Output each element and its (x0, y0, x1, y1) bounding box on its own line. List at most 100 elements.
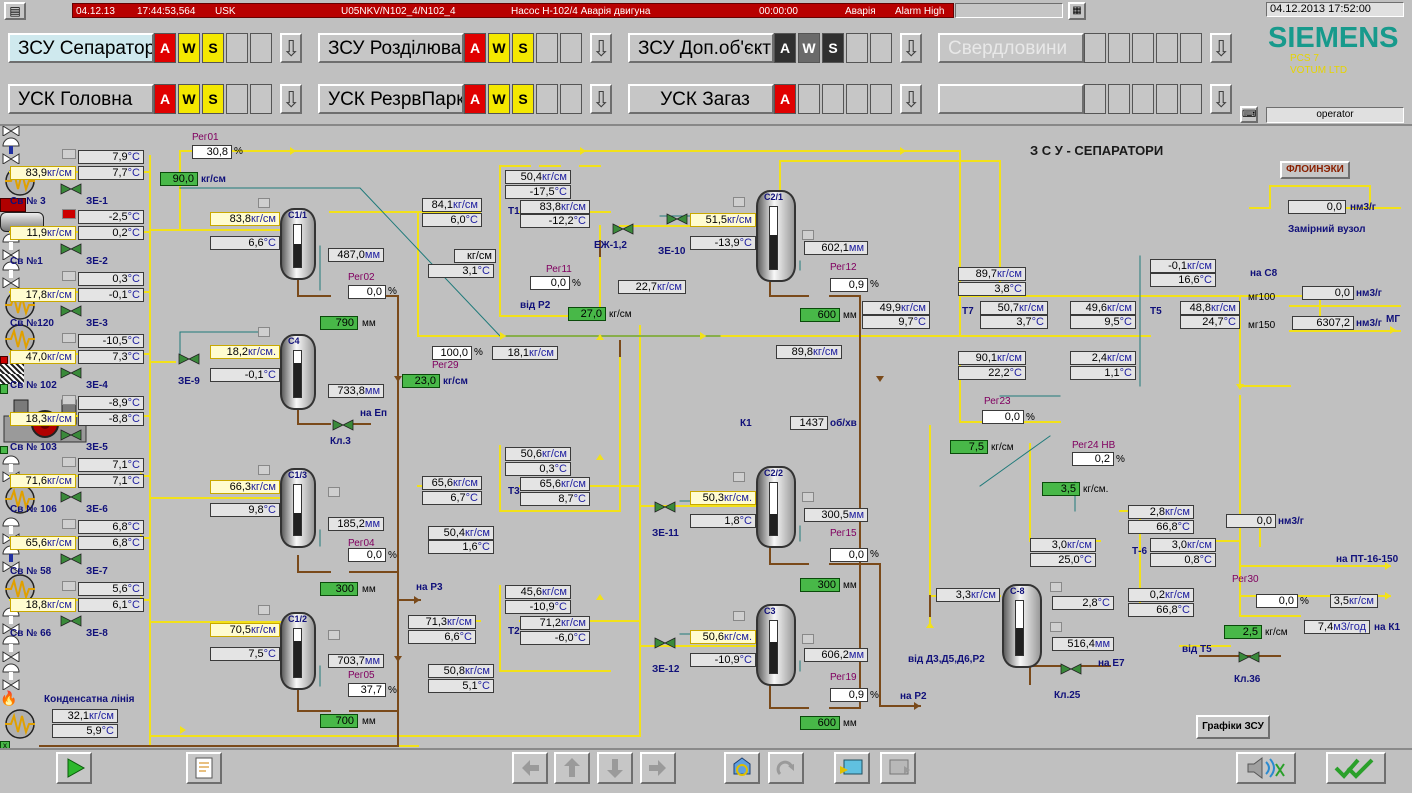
c8-vessel[interactable] (1002, 584, 1042, 668)
t3-top-pressure-unit: кг/см (542, 448, 567, 460)
reg24-name: Рег24 НВ (1072, 440, 1116, 451)
tab-2[interactable]: ЗСУ Розділювач (318, 33, 464, 63)
tab-1-dropdown-icon[interactable]: ⇩ (280, 33, 302, 63)
reg12-output: 0,9 (830, 278, 868, 292)
kl25-valve[interactable] (1060, 662, 1082, 676)
exit-button[interactable] (880, 752, 916, 784)
tab-8-dropdown-icon[interactable]: ⇩ (1210, 84, 1232, 114)
well-7-valve[interactable] (60, 552, 82, 566)
reg29-valve[interactable] (0, 136, 22, 165)
reg12-valve[interactable] (0, 260, 22, 289)
tab-4[interactable]: Свердловини (938, 33, 1084, 63)
ze11-temp: 1,8°C (690, 514, 756, 528)
ack-alarm-icon[interactable]: ▦ (1068, 2, 1086, 20)
reg04-output-value: 0,0 (366, 549, 382, 561)
tab-1-b1-indicator (226, 33, 248, 63)
flare-value-value: 0,0 (1256, 515, 1272, 527)
tab-6[interactable]: УСК РезрвПарк (318, 84, 464, 114)
start-button[interactable] (56, 752, 92, 784)
c11-vessel[interactable] (280, 208, 316, 280)
flonexi-button[interactable]: ФЛОИНЭКИ (1280, 161, 1350, 179)
c3-vessel-label: С3 (764, 606, 776, 616)
tab-7-dropdown-icon[interactable]: ⇩ (900, 84, 922, 114)
reg24-output-value: 0,2 (1094, 453, 1110, 465)
c13-pg (258, 465, 270, 475)
alarm-list-icon[interactable]: ▤ (4, 2, 26, 20)
c21-vessel[interactable] (756, 190, 796, 282)
well-7-pressure-unit: кг/см (47, 537, 72, 549)
ze11-valve[interactable] (654, 500, 676, 514)
t3-low-temp-value: 1,6 (462, 541, 478, 553)
reg30-volume-value: 7,4 (1317, 621, 1334, 633)
well-1-valve[interactable] (60, 182, 82, 196)
t6-t3-value: 0,8 (1184, 554, 1200, 566)
ze10-valve[interactable] (666, 212, 688, 226)
tab-6-dropdown-icon[interactable]: ⇩ (590, 84, 612, 114)
redo-button[interactable] (768, 752, 804, 784)
c22-vessel[interactable] (756, 466, 796, 548)
well-8-valve[interactable] (60, 614, 82, 628)
c22-level-unit: мм (848, 509, 864, 521)
graphs-button[interactable]: Графіки ЗСУ (1196, 715, 1270, 739)
well-5-valve[interactable] (60, 428, 82, 442)
well-5-pressure-unit: кг/см (47, 413, 72, 425)
reg23-name: Рег23 (984, 396, 1011, 407)
t1-alarm-unit-value: кг/см (467, 250, 492, 262)
c13-vessel[interactable] (280, 468, 316, 548)
c4-ze9-valve[interactable] (178, 352, 200, 366)
tab-5-dropdown-icon[interactable]: ⇩ (280, 84, 302, 114)
reg12-output-value: 0,9 (848, 279, 864, 291)
tab-3[interactable]: ЗСУ Доп.об'єкти (628, 33, 774, 63)
nav-down-button[interactable] (597, 752, 633, 784)
tab-3-dropdown-icon[interactable]: ⇩ (900, 33, 922, 63)
ej-valve[interactable] (612, 222, 634, 236)
home-button[interactable] (724, 752, 760, 784)
reg23-valve[interactable] (0, 634, 22, 663)
t7-p4-value: 90,1 (975, 352, 998, 364)
tab-7[interactable]: УСК Загаз (628, 84, 774, 114)
c3-vessel[interactable] (756, 604, 796, 686)
wells-panel: 7,9°C83,9кг/см7,7°CДSСв № 3ЗЕ-1-2,5°C11,… (0, 0, 1412, 639)
ej12-set-unit: кг/см (609, 309, 632, 320)
nav-right-button[interactable] (640, 752, 676, 784)
c12-vessel-level-bar (293, 628, 302, 678)
c4-kl3-valve[interactable] (332, 418, 354, 432)
well-4-valve[interactable] (60, 366, 82, 380)
report-button[interactable] (186, 752, 222, 784)
reg05-output-value: 37,7 (360, 684, 382, 696)
nav-left-button[interactable] (512, 752, 548, 784)
tab-1[interactable]: ЗСУ Сепаратори (8, 33, 154, 63)
tab-5[interactable]: УСК Головна (8, 84, 154, 114)
c12-vessel[interactable] (280, 612, 316, 690)
reg05-valve[interactable] (0, 544, 22, 573)
tab-2-a-indicator: A (464, 33, 486, 63)
keyboard-icon[interactable]: ⌨ (1240, 106, 1258, 123)
t5-t3-unit: °C (1223, 316, 1236, 328)
alarm-line[interactable]: 04.12.13 17:44:53,564 USK U05NKV/N102_4/… (72, 3, 954, 18)
kl36-valve[interactable] (1238, 650, 1260, 664)
reg24-valve[interactable] (0, 662, 22, 691)
tab-8[interactable] (938, 84, 1084, 114)
tab-2-dropdown-icon[interactable]: ⇩ (590, 33, 612, 63)
well-3-valve[interactable] (60, 304, 82, 318)
horn-button[interactable] (1236, 752, 1296, 784)
t2-low-temp-unit: °C (477, 680, 490, 692)
tab-4-dropdown-icon[interactable]: ⇩ (1210, 33, 1232, 63)
t1-top-temp-unit: °C (554, 186, 567, 198)
c4-vessel[interactable] (280, 334, 316, 410)
nav-up-button[interactable] (554, 752, 590, 784)
well-7-pressure: 65,6кг/см (10, 536, 76, 550)
well-2-valve[interactable] (60, 242, 82, 256)
well-6-valve[interactable] (60, 490, 82, 504)
well-4-temp-2: 7,3°C (78, 350, 144, 364)
ze12-valve[interactable] (654, 636, 676, 650)
t6-exchanger[interactable] (0, 707, 40, 741)
reg30-output: 0,0 (1256, 594, 1298, 608)
meter-ground-left (0, 364, 24, 374)
reg30-volume: 7,4м3/год (1304, 620, 1370, 634)
screen-select-button[interactable] (834, 752, 870, 784)
tab-4-w-indicator (1108, 33, 1130, 63)
ze12-temp-unit: °C (739, 654, 752, 666)
mg150-label: мг150 (1248, 320, 1276, 331)
acknowledge-button[interactable] (1326, 752, 1386, 784)
